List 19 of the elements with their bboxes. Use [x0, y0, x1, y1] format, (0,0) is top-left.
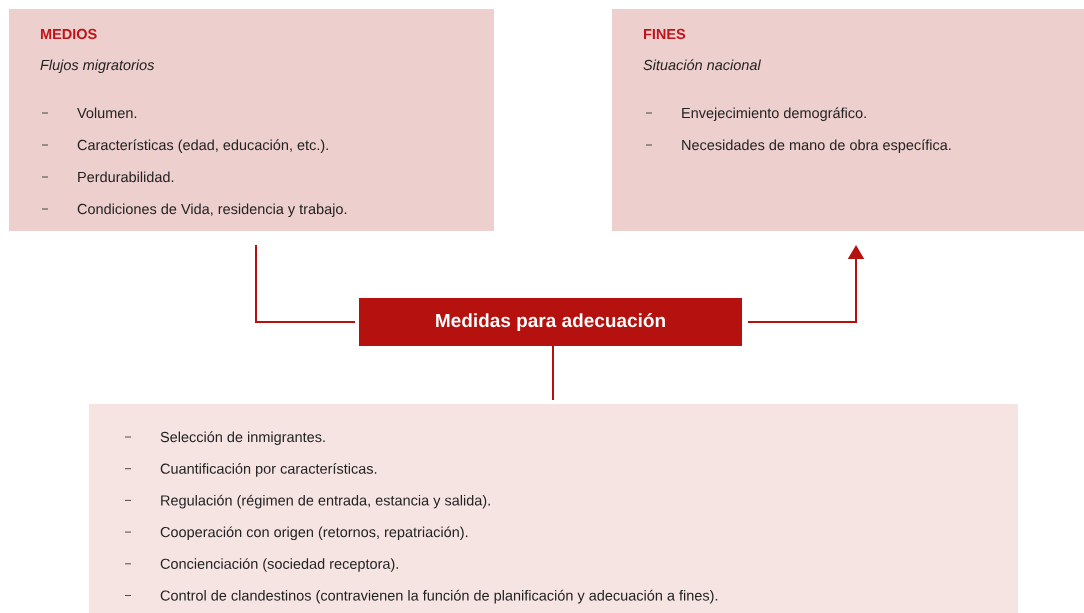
- list-item: Regulación (régimen de entrada, estancia y salida).: [161, 494, 490, 509]
- box-subtitle: Situación nacional: [643, 59, 761, 71]
- connector: [552, 345, 554, 401]
- box-heading: MEDIOS: [40, 28, 97, 40]
- box-heading: FINES: [644, 28, 686, 40]
- list-item: Necesidades de mano de obra específica.: [682, 139, 951, 153]
- title-box: Medidas para adecuación: [359, 298, 742, 346]
- list-item: Perdurabilidad.: [78, 171, 174, 183]
- list-item: Condiciones de Vida, residencia y trabajo.: [77, 203, 347, 217]
- connector: [255, 244, 356, 323]
- list-item: Selección de inmigrantes.: [160, 431, 325, 445]
- box-subtitle: Flujos migratorios: [40, 59, 155, 73]
- list-item: Control de clandestinos (contravienen la función de planificación y adecuación a fines).: [160, 589, 718, 604]
- list-item: Envejecimiento demográfico.: [682, 107, 866, 121]
- list-item: Concienciación (sociedad receptora).: [160, 558, 398, 572]
- list-item: Cuantificación por características.: [160, 463, 377, 477]
- list-item: Características (edad, educación, etc.).: [77, 139, 328, 153]
- list-item: Cooperación con origen (retornos, repatriación).: [160, 526, 468, 541]
- list-item: Volumen.: [77, 107, 137, 119]
